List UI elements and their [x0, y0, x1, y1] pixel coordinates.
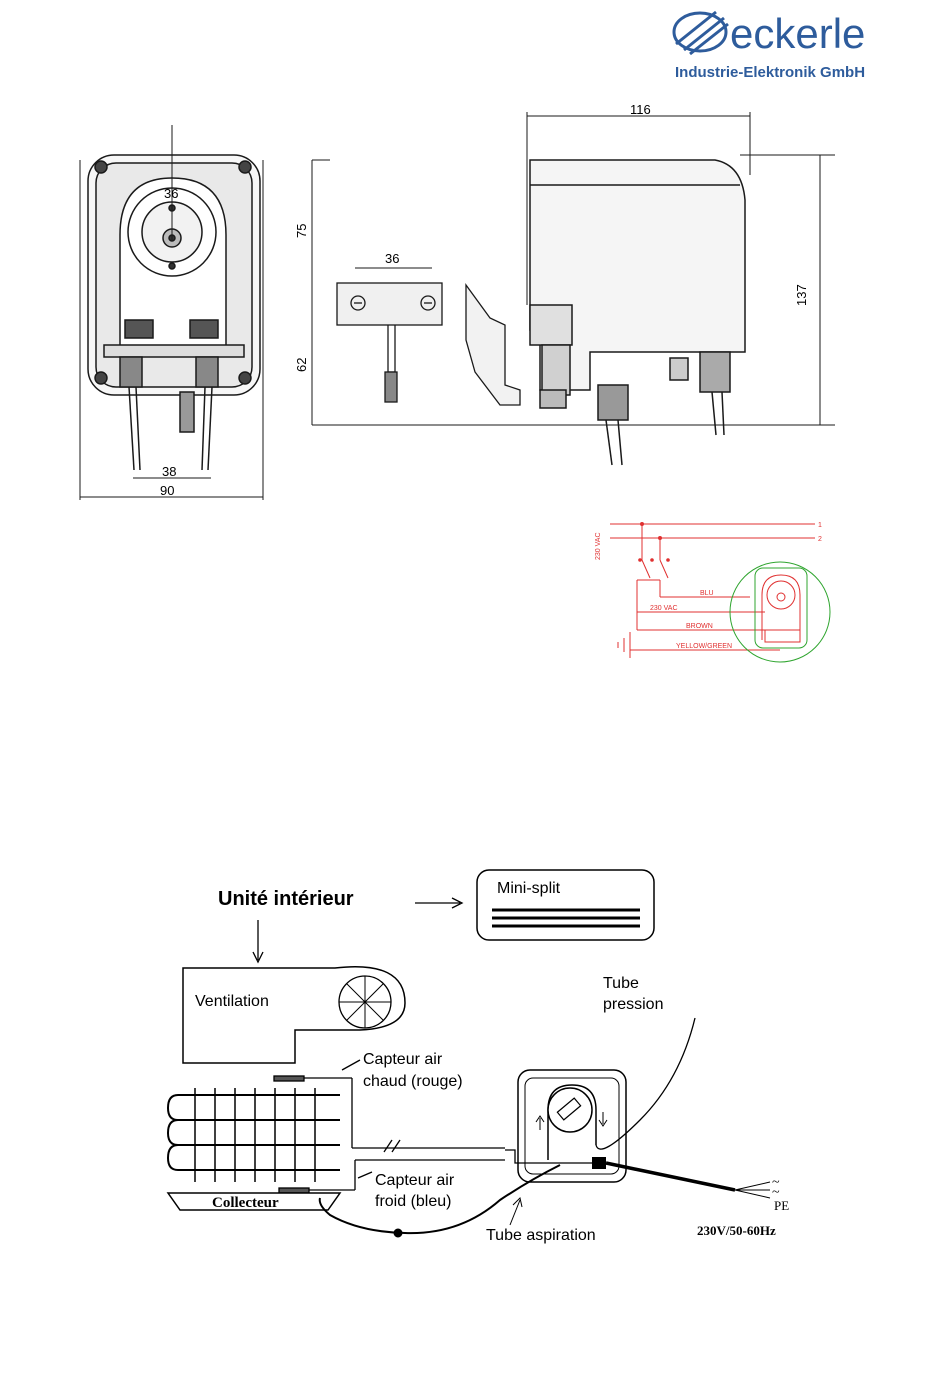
pressure-tube-label-1: Tube	[603, 975, 639, 992]
installation-diagram: Unité intérieur Mini-split Ventilation	[168, 870, 789, 1244]
indoor-unit-title: Unité intérieur	[218, 888, 354, 910]
mounting-clip	[466, 285, 520, 405]
power-symbols: ~ ~	[772, 1175, 780, 1200]
suction-tube-label: Tube aspiration	[486, 1227, 596, 1244]
mounting-bracket	[337, 268, 442, 402]
supply-voltage-label: 230 VAC	[595, 533, 602, 561]
cold-sensor-label-1: Capteur air	[375, 1172, 455, 1189]
pump-side-view	[530, 160, 745, 465]
wiring-diagram: 230 VAC 1 2 BLU 230 VAC BROWN YELLOW/GRE…	[595, 522, 830, 662]
side-lower-height-dimension: 62	[294, 358, 309, 372]
mini-split-unit: Mini-split	[477, 870, 654, 940]
eckerle-logo: eckerle Industrie-Elektronik GmbH	[674, 10, 865, 81]
collector-tray: Collecteur	[168, 1193, 340, 1211]
ventilation-label: Ventilation	[195, 993, 269, 1010]
mini-split-label: Mini-split	[497, 880, 561, 897]
wire-supply-label: 230 VAC	[650, 605, 678, 612]
line-2-label: 2	[818, 536, 822, 543]
wire-brown-label: BROWN	[686, 623, 713, 630]
front-top-dimension: 36	[164, 186, 178, 201]
evaporator-coil	[168, 1088, 340, 1182]
pump-front-view	[88, 125, 260, 470]
power-supply-label: 230V/50-60Hz	[697, 1223, 776, 1238]
line-1-label: 1	[818, 522, 822, 529]
front-inner-dimension: 38	[162, 464, 176, 479]
hot-sensor-label-2: chaud (rouge)	[363, 1073, 463, 1090]
side-total-height-dimension: 137	[794, 284, 809, 306]
wire-ground-label: YELLOW/GREEN	[676, 643, 732, 650]
bracket-width-dimension: 36	[385, 251, 399, 266]
logo-brand-text: eckerle	[730, 10, 865, 57]
pe-label: PE	[774, 1198, 789, 1213]
hot-sensor-label-1: Capteur air	[363, 1051, 443, 1068]
wire-blue-label: BLU	[700, 590, 714, 597]
pressure-tube-label-2: pression	[603, 996, 663, 1013]
ventilation-unit: Ventilation	[183, 967, 405, 1063]
side-depth-dimension: 116	[630, 102, 651, 117]
logo-mark-icon	[674, 12, 728, 54]
cold-sensor-label-2: froid (bleu)	[375, 1193, 451, 1210]
front-outer-dimension: 90	[160, 483, 174, 498]
logo-subtitle: Industrie-Elektronik GmbH	[675, 64, 865, 81]
side-upper-height-dimension: 75	[294, 224, 309, 238]
collector-label: Collecteur	[212, 1195, 279, 1211]
